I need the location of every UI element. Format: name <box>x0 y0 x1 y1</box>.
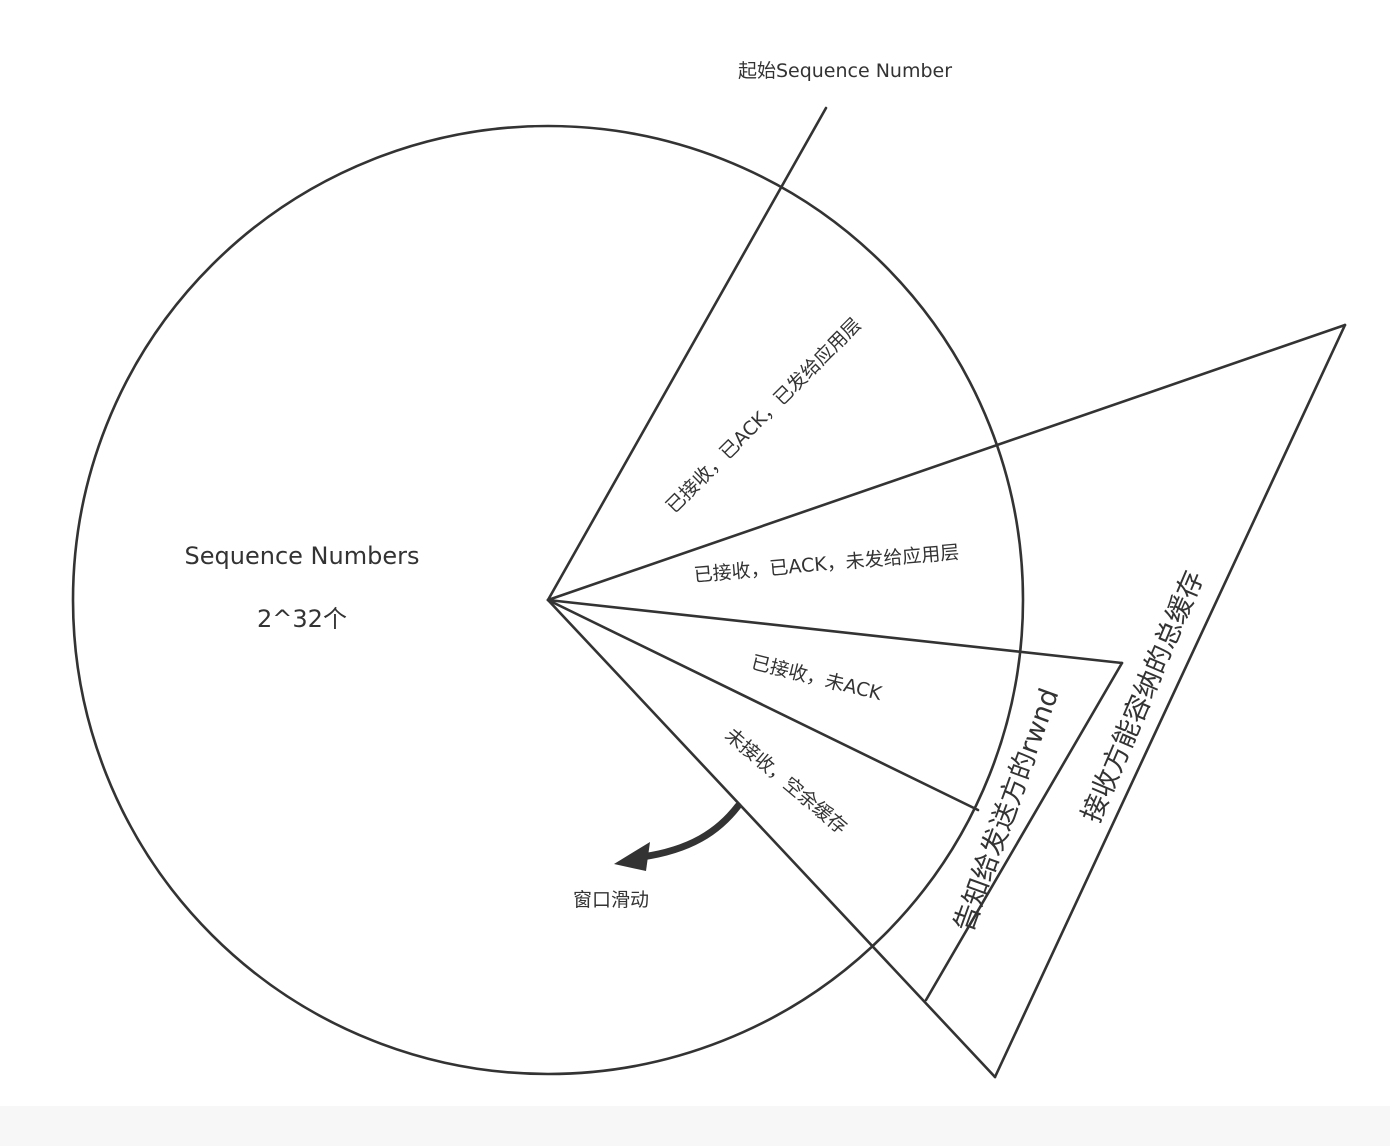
rwnd-outer-edge <box>924 661 1124 1002</box>
sequence-space-circle <box>71 124 1025 1076</box>
rwnd-upper-edge <box>546 598 1124 665</box>
window-slide-arrowhead-icon <box>614 842 650 871</box>
initial-seq-line <box>546 106 828 602</box>
segment-label-not-received-free: 未接收，空余缓存 <box>721 724 852 839</box>
total-buffer-label: 接收方能容纳的总缓存 <box>1076 566 1210 827</box>
circle-title: Sequence Numbers <box>185 542 420 570</box>
received-not-acked-edge <box>546 598 980 812</box>
circle-count: 2^32个 <box>257 605 347 633</box>
total-buffer-outer-edge <box>993 323 1347 1079</box>
window-slide-label: 窗口滑动 <box>573 889 649 911</box>
window-slide-arrow-shaft <box>638 802 742 861</box>
window-lower-edge <box>546 598 997 1079</box>
bottom-strip <box>0 1106 1390 1146</box>
start-seq-label: 起始Sequence Number <box>738 60 952 82</box>
segment-label-received-not-acked: 已接收，未ACK <box>749 651 884 705</box>
total-buffer-upper-edge <box>546 323 1347 602</box>
segment-label-acked-not-delivered: 已接收，已ACK，未发给应用层 <box>693 541 960 586</box>
